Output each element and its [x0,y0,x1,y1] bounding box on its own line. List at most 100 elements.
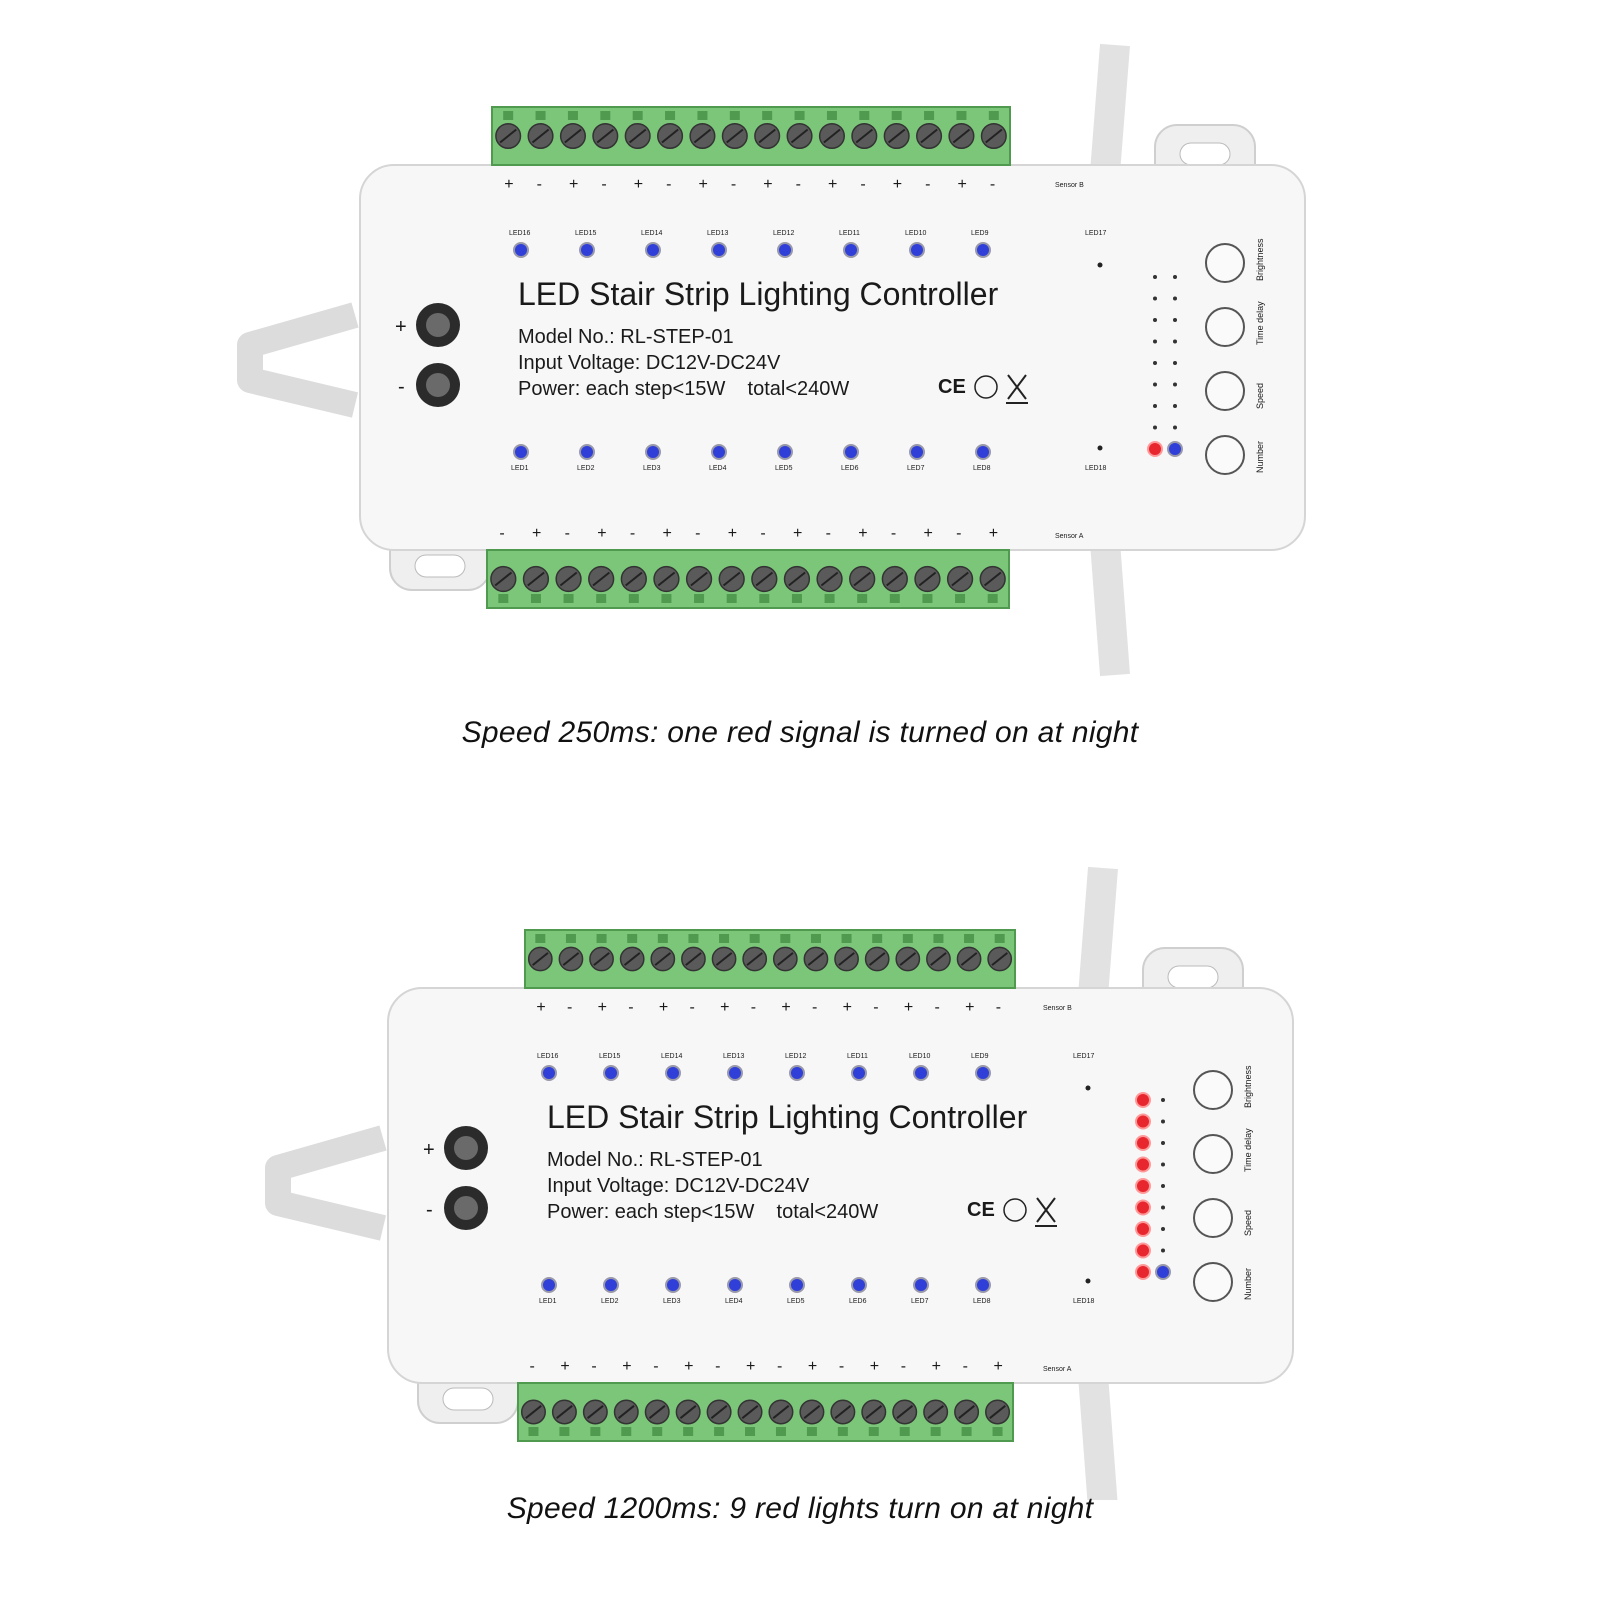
screw-slot [593,952,610,966]
indicator-dot [1161,1184,1165,1188]
polarity-mark-top: + [504,176,513,193]
screw-slot [559,571,578,587]
led-label-top: LED13 [707,230,729,237]
led-indicator-top [909,242,925,258]
screw-slot [532,952,549,966]
screw-slot [958,1405,975,1419]
screw-slot [788,571,806,587]
led-label-bottom: LED5 [787,1298,805,1305]
led-indicator-top [541,1065,557,1081]
controller-device-2: +-+-+-+-+-+-+-+--+-+-+-+-+-+-+-+Sensor B… [265,866,1294,1500]
polarity-mark-top: - [860,176,865,193]
terminal-slot [988,111,999,120]
terminal-slot [955,594,966,603]
led-indicator-bottom [843,444,859,460]
indicator-dot [1153,318,1157,322]
button-time-delay[interactable] [1193,1134,1233,1174]
power-terminal-screw [426,373,450,397]
screw-slot [648,1405,666,1419]
polarity-mark-bottom: + [932,1358,941,1375]
polarity-mark-top: + [763,176,772,193]
screw-slot [525,1405,542,1419]
power-minus-label: - [426,1199,433,1221]
power-minus-label: - [398,376,405,398]
screw-slot [886,571,904,587]
indicator-dot [1173,361,1177,365]
button-brightness[interactable] [1205,243,1245,283]
indicator-dot [1173,318,1177,322]
polarity-mark-bottom: - [891,525,896,542]
indicator-dot [1153,296,1157,301]
blue-indicator [1167,441,1183,457]
button-speed[interactable] [1205,371,1245,411]
terminal-slot [665,111,676,120]
button-time-delay[interactable] [1205,307,1245,347]
terminal-slot [994,934,1005,943]
terminal-slot [810,934,821,943]
caption-1: Speed 250ms: one red signal is turned on… [461,716,1139,749]
led-indicator-top [603,1065,619,1081]
screw-slot [927,1405,945,1419]
screw-slot [657,571,676,587]
led-indicator-top [777,242,793,258]
terminal-slot [987,594,998,603]
screw-slot [834,1405,852,1419]
terminal-slot [714,1427,725,1436]
led-indicator-bottom [513,444,529,460]
terminal-slot [590,1427,601,1436]
polarity-mark-bottom: - [901,1358,906,1375]
button-brightness[interactable] [1193,1070,1233,1110]
polarity-mark-bottom: + [684,1358,693,1375]
led-indicator-bottom [579,444,595,460]
terminal-slot [596,934,607,943]
screw-slot [679,1405,697,1419]
led-label-bottom: LED8 [973,1298,991,1305]
button-number[interactable] [1205,435,1245,475]
led-label-top: LED9 [971,1053,989,1060]
terminal-slot [688,934,699,943]
red-indicator [1135,1113,1151,1130]
model-number: Model No.: RL-STEP-01 [547,1149,763,1171]
screw-slot [790,128,809,144]
screw-slot [755,571,774,587]
terminal-slot [930,1427,941,1436]
button-number[interactable] [1193,1262,1233,1302]
screw-slot [562,952,580,966]
controller-title: LED Stair Strip Lighting Controller [518,276,999,312]
terminal-slot [559,1427,570,1436]
screw-slot [899,952,917,966]
led17-label: LED17 [1085,230,1107,237]
terminal-slot [694,594,705,603]
caption-2: Speed 1200ms: 9 red lights turn on at ni… [506,1492,1094,1525]
screw-slot [807,952,825,966]
polarity-mark-bottom: - [695,525,700,542]
terminal-slot [530,594,541,603]
led-indicator-bottom [975,444,991,460]
polarity-mark-top: - [796,176,801,193]
polarity-mark-top: + [659,999,668,1016]
led18-dot [1085,1278,1091,1284]
screw-slot [690,571,708,587]
polarity-mark-bottom: - [565,525,570,542]
sensor-b-cable [1078,866,1118,998]
indicator-dot [1161,1119,1165,1124]
led17-label: LED17 [1073,1053,1095,1060]
polarity-mark-top: - [990,176,995,193]
polarity-mark-top: - [567,999,572,1016]
screw-slot [722,571,741,587]
screw-slot [823,128,841,144]
indicator-dot [1173,275,1177,279]
indicator-dot [1153,275,1157,279]
blue-indicator [1155,1264,1171,1280]
polarity-mark-bottom: + [994,1358,1003,1375]
button-label: Brightness [1243,1065,1253,1108]
screw-slot [746,952,763,966]
button-speed[interactable] [1193,1198,1233,1238]
terminal-slot [745,1427,756,1436]
terminal-slot [726,594,737,603]
screw-slot [803,1405,821,1419]
screw-slot [777,952,794,966]
screw-slot [628,128,647,144]
terminal-slot [826,111,837,120]
red-indicator [1135,1156,1151,1173]
